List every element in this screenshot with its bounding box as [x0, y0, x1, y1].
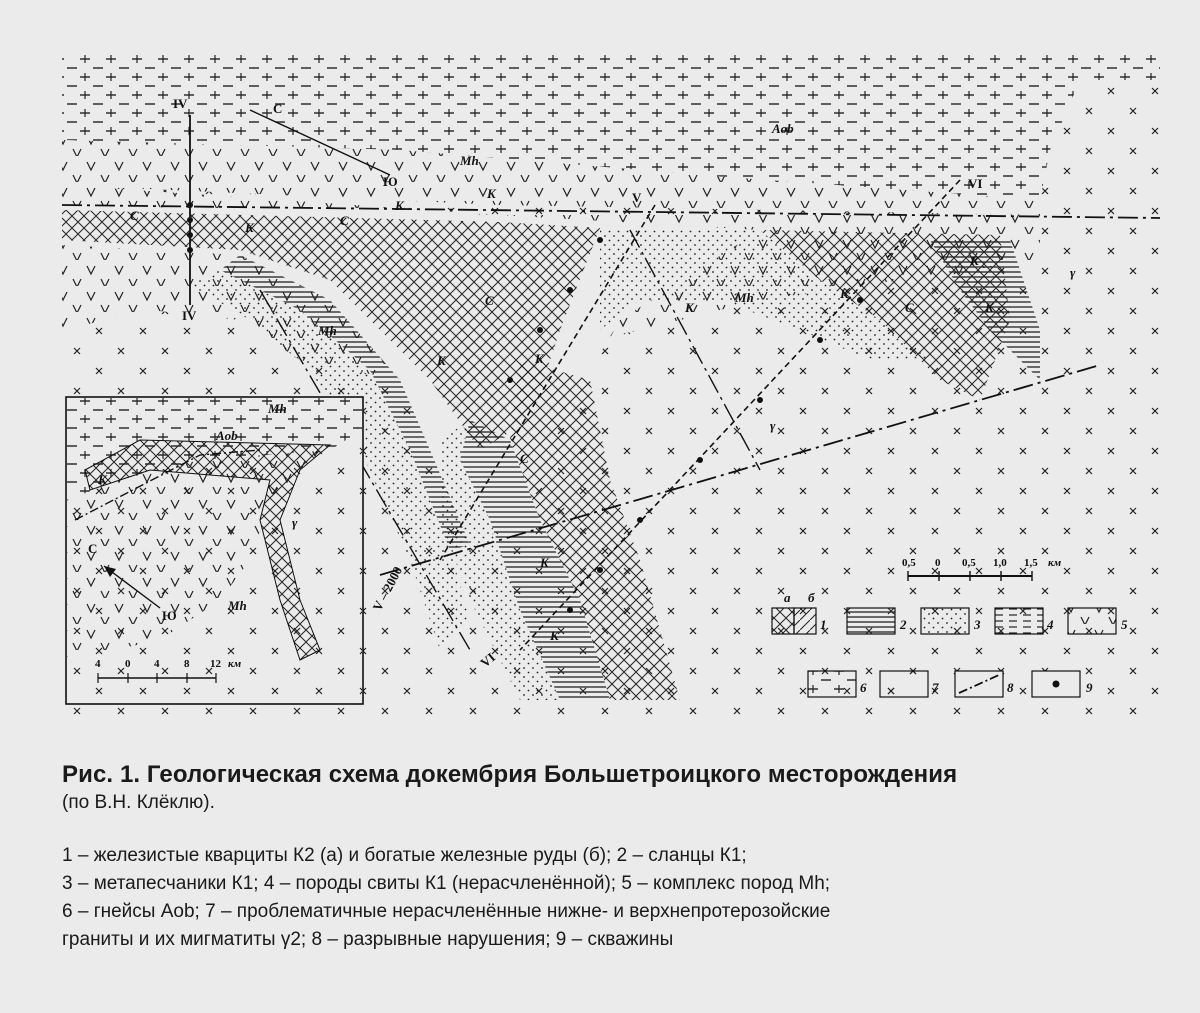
label-profile-v-top: V	[632, 190, 642, 205]
svg-text:2: 2	[899, 617, 907, 632]
inset-label-k1: K	[97, 472, 108, 487]
unit-schist-east	[930, 240, 1040, 380]
unit-metasandstone-central	[440, 420, 560, 700]
label-k1-c: K	[436, 353, 447, 368]
svg-text:3: 3	[973, 617, 981, 632]
label-mh-left: Mh	[317, 323, 337, 338]
caption-title: Рис. 1. Геологическая схема докембрия Бо…	[62, 761, 958, 788]
unit-ore-band-fill	[62, 210, 600, 450]
label-k1-d: K	[684, 300, 695, 315]
caption-legend-line: 3 – метапесчаники К1; 4 – породы свиты К…	[62, 873, 831, 894]
svg-text:км: км	[228, 658, 242, 670]
inset-label-mh-bottom: Mh	[227, 598, 247, 613]
label-k2-c: K	[839, 286, 850, 301]
label-k2-a: K	[244, 220, 255, 235]
fault-north	[61, 204, 1161, 219]
svg-text:0,5: 0,5	[902, 557, 916, 569]
profile-vi	[519, 179, 961, 651]
profile-sw	[249, 109, 391, 176]
svg-text:0: 0	[125, 658, 131, 670]
fault-southeast	[379, 364, 1101, 576]
unit-mh-band-fill	[62, 140, 1040, 215]
scale-bar-inset: 4 0 4 8 12 км	[95, 658, 242, 683]
label-mh-right: Mh	[734, 290, 754, 305]
boreholes	[187, 202, 863, 613]
svg-text:8: 8	[1007, 680, 1014, 695]
inset-label-mh-top: Mh	[267, 401, 287, 416]
label-north-s: С	[273, 101, 282, 116]
caption-legend-line: 1 – железистые кварциты К2 (а) и богатые…	[62, 845, 747, 866]
svg-text:км: км	[1048, 557, 1062, 569]
unit-ore-east	[760, 230, 1010, 400]
fault-diagonal-2	[629, 229, 761, 471]
caption-author: (по В.Н. Клёклю).	[62, 792, 215, 813]
label-c2-d: C	[520, 451, 529, 466]
unit-metasandstone-arc	[190, 270, 470, 650]
caption-legend: 1 – железистые кварциты К2 (а) и богатые…	[62, 842, 1172, 954]
label-gamma-right: γ	[1070, 265, 1076, 280]
label-k2-b: K	[534, 351, 545, 366]
label-gamma-mid: γ	[770, 418, 776, 433]
svg-text:12: 12	[210, 658, 222, 670]
svg-text:а: а	[784, 590, 791, 605]
fault-diagonal-1	[259, 289, 471, 651]
label-c2-a: C	[130, 208, 139, 223]
label-profile-iv-top: IV	[173, 96, 188, 111]
inset-map: Aob Mh Mh γ K С Ю 4 0 4 8 12 км	[65, 396, 364, 705]
svg-text:4: 4	[95, 658, 101, 670]
svg-text:1,5: 1,5	[1024, 557, 1038, 569]
label-k2-d: K	[984, 300, 995, 315]
label-k1-f: K	[549, 628, 560, 643]
inset-north-arrow	[103, 565, 161, 609]
svg-text:1,0: 1,0	[993, 557, 1007, 569]
inset-label-gamma: γ	[292, 515, 298, 530]
label-mh-top: Mh	[459, 153, 479, 168]
map-legend: а б 1 2 3 4 5 6 7 8 9	[771, 590, 1128, 698]
label-profile-iv-bottom: IV	[182, 308, 197, 323]
unit-gneiss-fill	[62, 55, 1160, 200]
label-c2-e: C	[905, 300, 914, 315]
unit-ore-band	[62, 205, 760, 545]
figure-caption: Рис. 1. Геологическая схема докембрия Бо…	[62, 760, 1172, 954]
svg-text:0: 0	[935, 557, 941, 569]
svg-text:9: 9	[1086, 680, 1093, 695]
svg-text:1: 1	[820, 617, 827, 632]
inset-label-north-yu: Ю	[162, 608, 177, 623]
svg-text:б: б	[808, 590, 815, 605]
label-profile-vi-top: VI	[968, 176, 982, 191]
label-k1-e: K	[539, 555, 550, 570]
caption-legend-line: 6 – гнейсы Aob; 7 – проблематичные нерас…	[62, 901, 831, 922]
unit-ore-central	[510, 360, 680, 700]
label-k1-b: K	[486, 186, 497, 201]
label-c2-c: C	[485, 293, 494, 308]
label-k1-a: K	[394, 198, 405, 213]
inset-label-aob: Aob	[215, 428, 238, 443]
svg-text:8: 8	[184, 658, 190, 670]
unit-schist-central	[460, 420, 610, 700]
unit-metasandstone-east	[600, 228, 930, 360]
label-north-yu: Ю	[383, 174, 398, 189]
svg-text:5: 5	[1121, 617, 1128, 632]
scale-bar-main: 0,5 0 0,5 1,0 1,5 км	[902, 557, 1062, 581]
main-map: Aob Mh Mh Mh C K C K K C K K K C K K K C…	[60, 55, 1161, 725]
label-c2-b: C	[340, 213, 349, 228]
inset-label-north-s: С	[88, 541, 97, 556]
label-k1-g: K	[969, 253, 980, 268]
svg-text:4: 4	[154, 658, 160, 670]
profile-v	[439, 204, 656, 561]
geological-map: Aob Mh Mh Mh C K C K K C K K K C K K K C…	[60, 55, 1161, 725]
caption-legend-line: граниты и их мигматиты γ2; 8 – разрывные…	[62, 929, 674, 950]
svg-text:6: 6	[860, 680, 867, 695]
label-aob: Aob	[771, 121, 794, 136]
svg-text:0,5: 0,5	[962, 557, 976, 569]
svg-text:4: 4	[1046, 617, 1054, 632]
svg-text:7: 7	[932, 680, 939, 695]
